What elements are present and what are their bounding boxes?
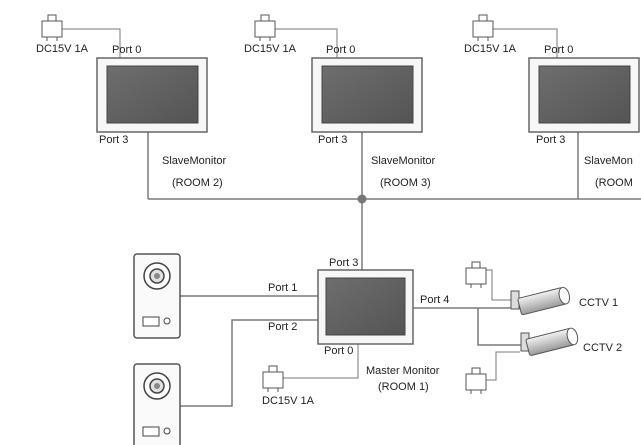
slave-1-port-top: Port 0 bbox=[112, 44, 141, 56]
cctv-camera-icon bbox=[510, 286, 571, 316]
door-station-1 bbox=[133, 253, 181, 339]
slave-1-room: (ROOM 2) bbox=[172, 177, 223, 189]
cctv-2-label: CCTV 2 bbox=[583, 342, 622, 354]
master-room: (ROOM 1) bbox=[378, 381, 429, 393]
slave-3-port-top: Port 0 bbox=[544, 44, 573, 56]
master-port-4: Port 4 bbox=[420, 294, 449, 306]
power-label: DC15V 1A bbox=[36, 43, 89, 55]
door-station-2 bbox=[133, 363, 181, 445]
cctv-camera-icon bbox=[520, 327, 579, 356]
power-adapter-icon bbox=[41, 14, 63, 41]
wiring bbox=[60, 28, 641, 407]
master-name: Master Monitor bbox=[366, 365, 440, 377]
slave-3-name: SlaveMon bbox=[584, 155, 633, 167]
power-adapter-icon bbox=[262, 365, 284, 392]
cctv-1-label: CCTV 1 bbox=[579, 297, 618, 309]
master-monitor bbox=[317, 269, 414, 345]
power-adapter-icon bbox=[472, 14, 494, 41]
slave-1-port-bottom: Port 3 bbox=[99, 134, 128, 146]
master-port-1: Port 1 bbox=[268, 282, 297, 294]
slave-3-room: (ROOM bbox=[595, 177, 633, 189]
slave-2-port-bottom: Port 3 bbox=[318, 134, 347, 146]
slave-3-port-bottom: Port 3 bbox=[536, 134, 565, 146]
slave-2-name: SlaveMonitor bbox=[371, 155, 436, 167]
power-adapter-icon bbox=[254, 14, 276, 41]
master-port-2: Port 2 bbox=[268, 321, 297, 333]
power-label: DC15V 1A bbox=[262, 395, 315, 407]
slave-monitor-room-3 bbox=[311, 57, 423, 133]
bus-junction bbox=[357, 194, 367, 204]
slave-monitor-room-2 bbox=[96, 57, 208, 133]
slave-2-room: (ROOM 3) bbox=[380, 177, 431, 189]
slave-monitor-room-4 bbox=[528, 57, 640, 133]
power-label: DC15V 1A bbox=[244, 43, 297, 55]
cctv-power-adapter-icon bbox=[465, 261, 487, 288]
cctv-power-adapter-icon bbox=[465, 367, 487, 394]
master-port-bottom: Port 0 bbox=[324, 345, 353, 357]
slave-2-port-top: Port 0 bbox=[326, 44, 355, 56]
power-label: DC15V 1A bbox=[464, 43, 517, 55]
master-port-top: Port 3 bbox=[329, 257, 358, 269]
slave-1-name: SlaveMonitor bbox=[162, 155, 227, 167]
